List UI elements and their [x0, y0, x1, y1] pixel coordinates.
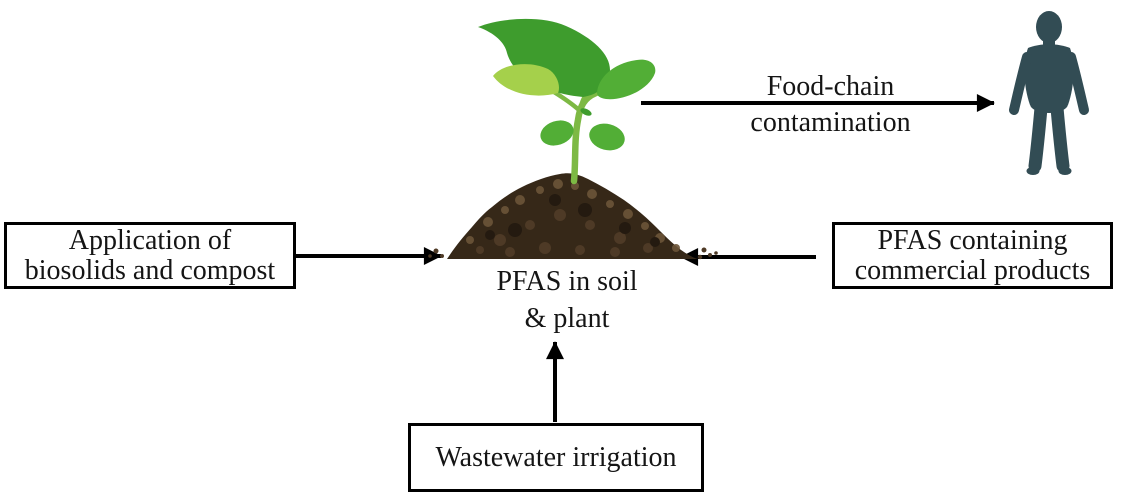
box-wastewater-label: Wastewater irrigation — [435, 441, 677, 473]
center-label-line2: & plant — [524, 303, 610, 334]
box-commercial-line1: PFAS containing — [877, 224, 1068, 256]
soil-mound-icon — [428, 173, 718, 260]
center-label-pfas-soil-plant: PFAS in soil & plant — [447, 263, 687, 337]
human-silhouette-icon — [1009, 11, 1089, 175]
box-biosolids-line2: biosolids and compost — [24, 254, 276, 286]
box-biosolids-line1: Application of — [68, 224, 232, 256]
box-biosolids-compost: Application of biosolids and compost — [4, 222, 296, 289]
box-commercial-products: PFAS containing commercial products — [832, 222, 1113, 289]
foodchain-label-line2: contamination — [750, 107, 911, 138]
foodchain-label-line1: Food-chain — [766, 71, 895, 102]
box-wastewater-irrigation: Wastewater irrigation — [408, 423, 704, 492]
center-label-line1: PFAS in soil — [496, 266, 638, 297]
seedling-icon — [478, 18, 656, 185]
box-commercial-line2: commercial products — [854, 254, 1091, 286]
